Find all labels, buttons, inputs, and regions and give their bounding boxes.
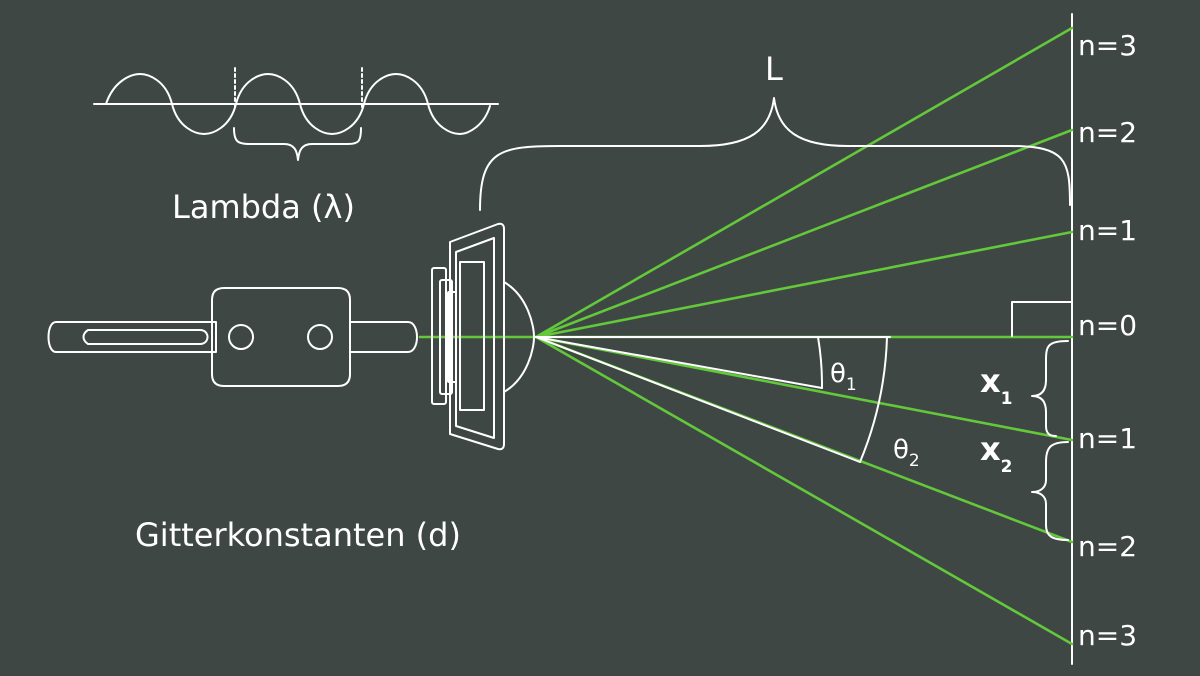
diffraction-grating <box>431 222 535 451</box>
order-label-top-2: n=2 <box>1078 116 1137 149</box>
x2-symbol: x <box>980 430 1001 468</box>
angle-markers <box>535 336 891 463</box>
x2-label: x2 <box>980 430 1012 477</box>
x2-brace <box>1031 441 1069 541</box>
x2-subscript: 2 <box>1001 457 1013 477</box>
theta2-arc <box>859 336 888 463</box>
x1-label: x1 <box>980 362 1012 409</box>
order-label-top-1: n=1 <box>1078 214 1137 247</box>
theta1-symbol: θ <box>830 359 846 389</box>
theta1-label: θ1 <box>830 359 857 395</box>
beam-order-plus-1 <box>534 230 1074 339</box>
x1-symbol: x <box>980 362 1001 400</box>
beam-order-minus-3 <box>534 335 1074 646</box>
beam-order-plus-3 <box>534 26 1074 339</box>
theta1-arc <box>817 336 824 389</box>
sine-wave <box>105 73 491 135</box>
grating-constant-label: Gitterkonstanten (d) <box>135 516 461 554</box>
theta2-symbol: θ <box>893 435 909 465</box>
wavelength-brace <box>233 127 362 161</box>
theta1-subscript: 1 <box>846 375 857 395</box>
beam-order-plus-2 <box>534 128 1074 339</box>
right-angle-marker <box>1011 301 1073 337</box>
laser-knob-right <box>307 324 333 350</box>
x1-subscript: 1 <box>1001 389 1013 409</box>
beam-order-minus-1 <box>534 335 1074 442</box>
theta2-subscript: 2 <box>909 451 920 471</box>
distance-brace <box>479 97 1071 211</box>
wavelength-label: Lambda (λ) <box>172 188 355 226</box>
x1-brace <box>1031 340 1069 437</box>
distance-label: L <box>765 50 783 88</box>
order-label-bottom-1: n=1 <box>1078 422 1137 455</box>
order-label-center-0: n=0 <box>1078 309 1137 342</box>
order-label-bottom-3: n=3 <box>1078 619 1137 652</box>
order-label-bottom-2: n=2 <box>1078 530 1137 563</box>
wavelength-illustration <box>93 67 499 161</box>
laser-pointer <box>47 287 418 387</box>
laser-knob-left <box>228 324 254 350</box>
order-label-top-3: n=3 <box>1078 29 1137 62</box>
theta2-label: θ2 <box>893 435 920 471</box>
